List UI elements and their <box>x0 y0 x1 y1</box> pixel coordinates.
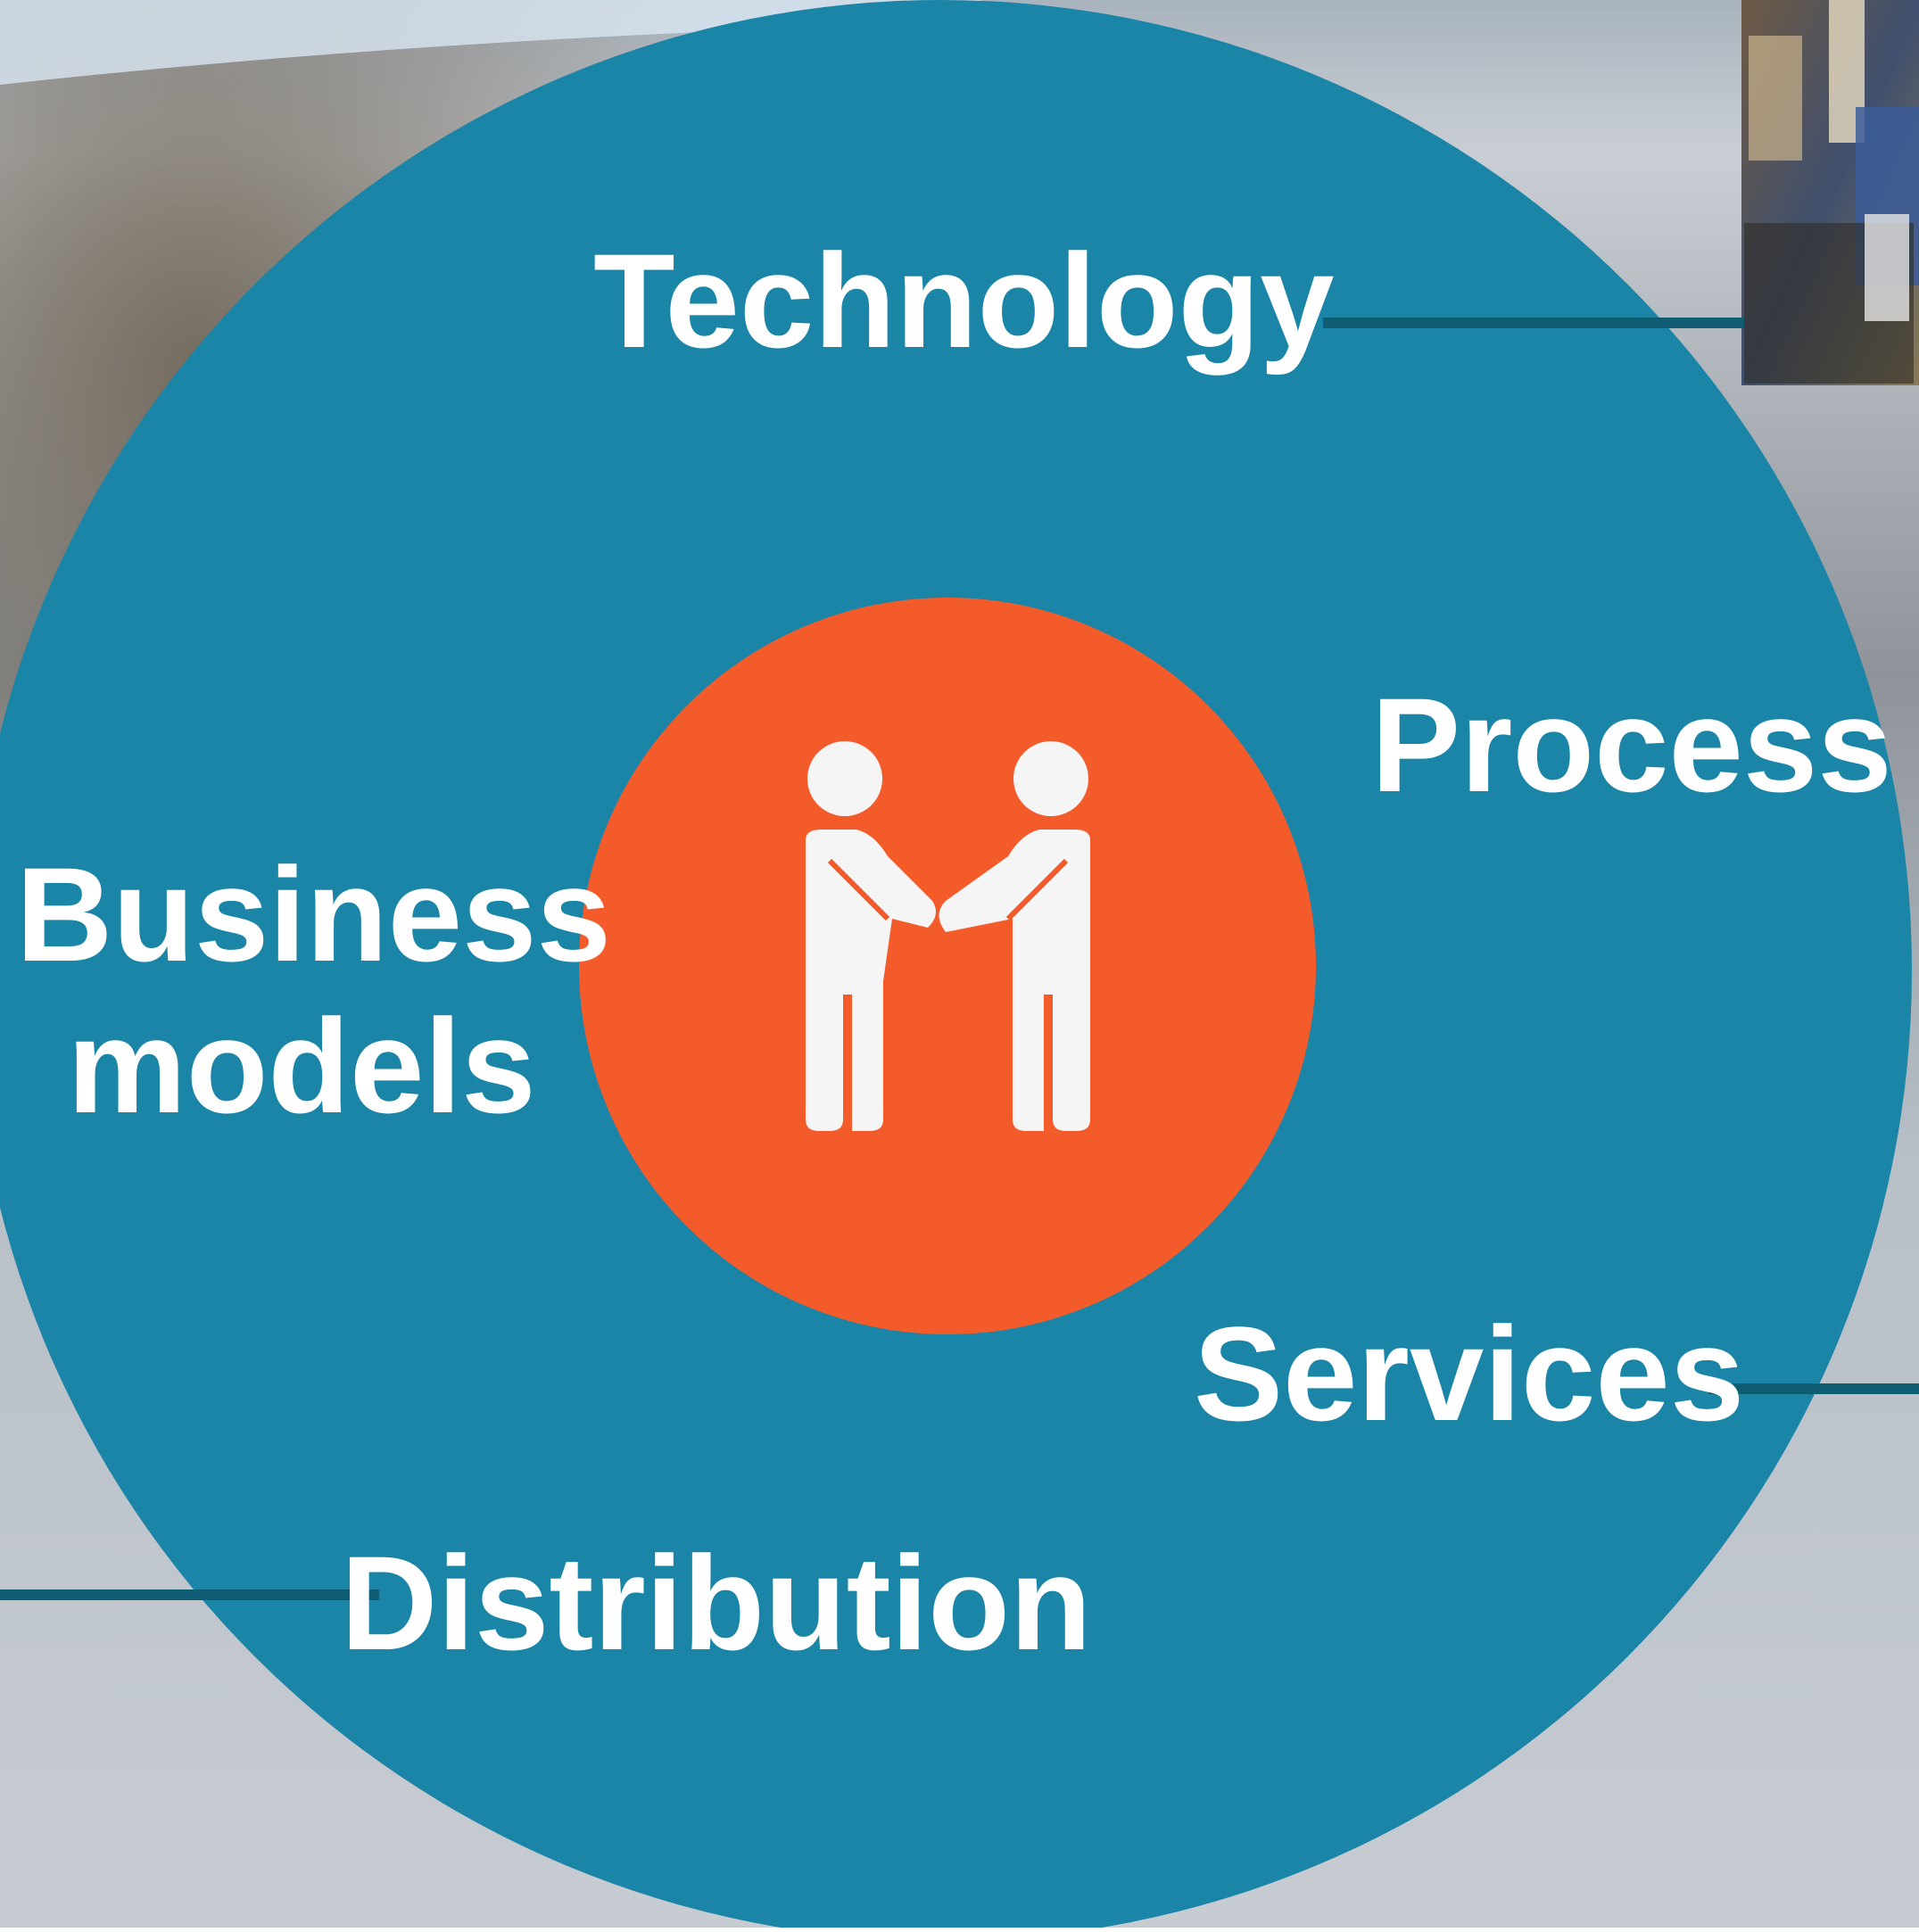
label-services: Services <box>1194 1299 1745 1449</box>
horizon-glow <box>0 0 981 85</box>
inner-circle <box>579 598 1316 1334</box>
label-business-models: Business models <box>16 838 611 1142</box>
label-distribution: Distribution <box>341 1528 1092 1678</box>
label-business-line2: models <box>67 991 536 1141</box>
market-photo <box>1741 0 1919 385</box>
label-business-line1: Business <box>16 839 611 989</box>
label-technology: Technology <box>593 226 1335 376</box>
label-process: Process <box>1371 670 1892 820</box>
handshake-people-icon <box>806 741 1090 1131</box>
